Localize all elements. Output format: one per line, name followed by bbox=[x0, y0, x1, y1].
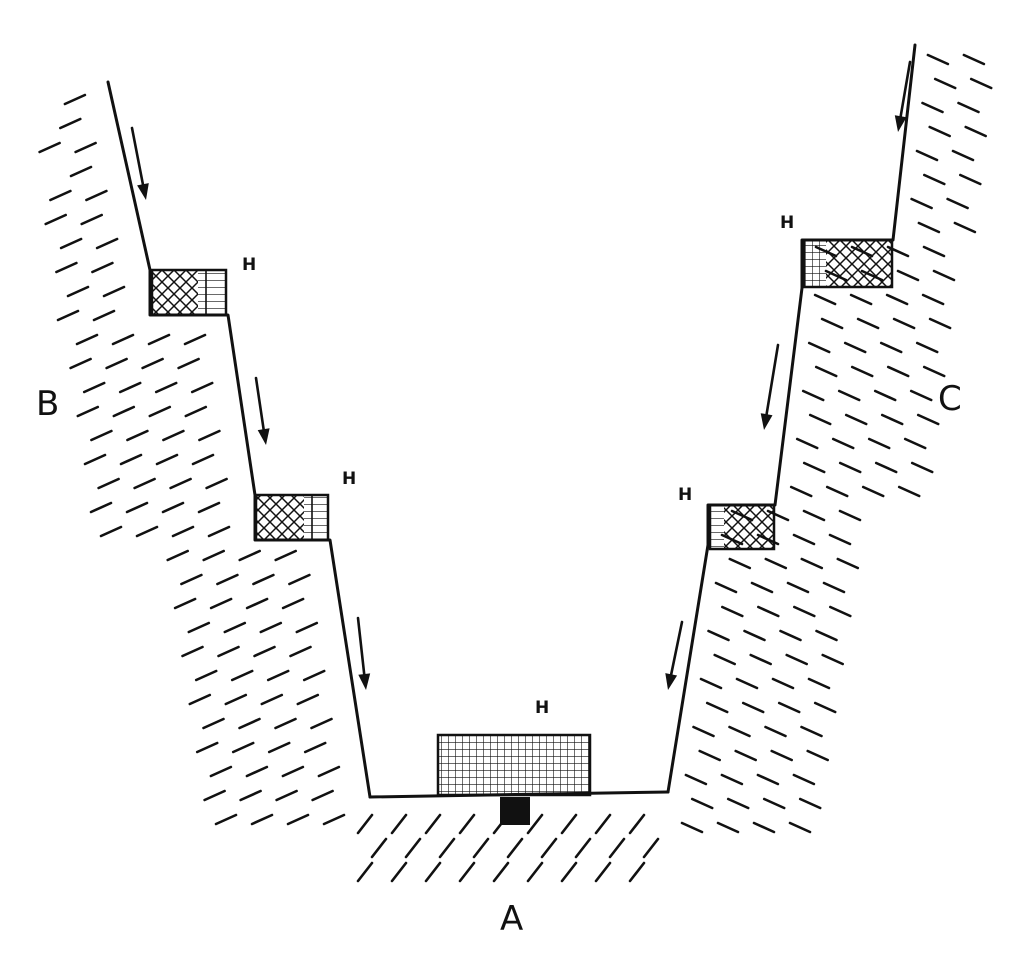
region-label-a: A bbox=[500, 899, 523, 939]
left-slope-hatching bbox=[38, 93, 346, 826]
region-label-c: C bbox=[938, 379, 962, 419]
valley-floor-hatching bbox=[356, 813, 660, 883]
house-label-valley: H bbox=[535, 698, 549, 718]
terrace-house-right-upper bbox=[802, 238, 894, 289]
house-label-left-lower: H bbox=[342, 469, 356, 489]
right-slope-hatching bbox=[680, 53, 993, 834]
region-label-b: B bbox=[36, 384, 59, 424]
valley-building bbox=[436, 733, 592, 825]
terrace-house-right-lower bbox=[708, 503, 776, 551]
house-label-right-lower: H bbox=[678, 485, 692, 505]
cellar bbox=[500, 797, 530, 825]
flow-arrows bbox=[130, 60, 912, 690]
terrace-house-left-upper bbox=[150, 268, 228, 317]
terrace-house-left-lower bbox=[254, 493, 330, 542]
house-label-right-upper: H bbox=[780, 213, 794, 233]
house-label-left-upper: H bbox=[242, 255, 256, 275]
